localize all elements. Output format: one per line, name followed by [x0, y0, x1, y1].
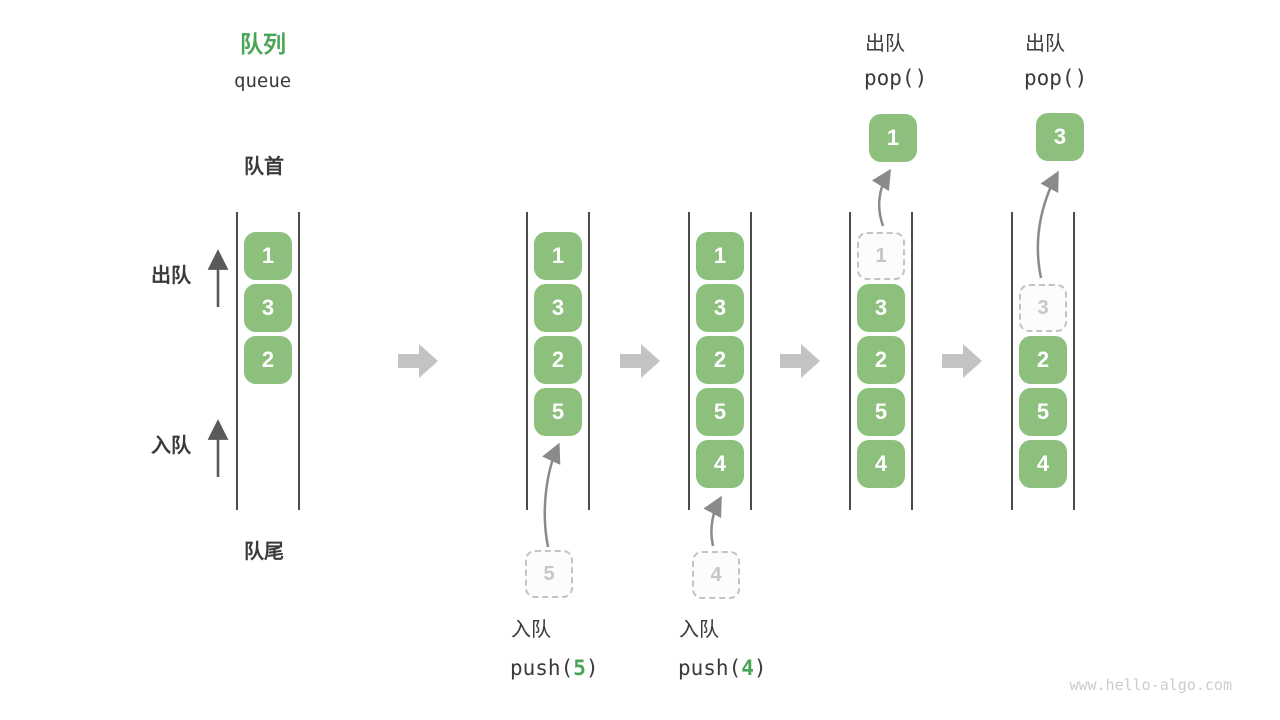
push5-close: ) [585, 656, 599, 680]
queue-column-state-2 [526, 212, 590, 510]
queue-element: 2 [244, 336, 292, 384]
push5-fn: push( [510, 656, 574, 680]
queue-element: 5 [534, 388, 582, 436]
popped-element: 3 [1036, 113, 1084, 161]
flow-arrow-icon [942, 344, 982, 378]
push5-code-label: push(5) [510, 656, 599, 680]
queue-element: 5 [696, 388, 744, 436]
queue-element: 3 [696, 284, 744, 332]
flow-arrow-icon [780, 344, 820, 378]
staged-element: 4 [692, 551, 740, 599]
push5-op-label: 入队 [511, 619, 551, 641]
watermark: www.hello-algo.com [1069, 676, 1232, 694]
page-subtitle: queue [234, 70, 292, 92]
popped-element: 1 [869, 114, 917, 162]
queue-element: 3 [534, 284, 582, 332]
rear-label: 队尾 [244, 541, 284, 563]
pop1-code-label: pop() [864, 66, 928, 90]
queue-column-state-4 [849, 212, 913, 510]
push5-arg: 5 [573, 656, 586, 680]
queue-element: 4 [696, 440, 744, 488]
queue-element: 1 [534, 232, 582, 280]
pop1-op-label: 出队 [865, 33, 905, 55]
front-label: 队首 [244, 156, 284, 178]
queue-element: 5 [857, 388, 905, 436]
queue-element: 2 [696, 336, 744, 384]
removed-element-slot: 1 [857, 232, 905, 280]
push4-fn: push( [678, 656, 742, 680]
queue-element: 1 [696, 232, 744, 280]
pop2-op-label: 出队 [1025, 33, 1065, 55]
push4-close: ) [753, 656, 767, 680]
queue-element: 2 [1019, 336, 1067, 384]
queue-element: 4 [857, 440, 905, 488]
queue-element: 2 [857, 336, 905, 384]
pop2-code-label: pop() [1024, 66, 1088, 90]
queue-element: 1 [244, 232, 292, 280]
enqueue-side-label: 入队 [151, 435, 191, 457]
push4-code-label: push(4) [678, 656, 767, 680]
flow-arrow-icon [620, 344, 660, 378]
queue-element: 4 [1019, 440, 1067, 488]
push4-op-label: 入队 [679, 619, 719, 641]
flow-arrow-icon [398, 344, 438, 378]
queue-column-state-3 [688, 212, 752, 510]
queue-element: 3 [244, 284, 292, 332]
staged-element: 5 [525, 550, 573, 598]
queue-element: 2 [534, 336, 582, 384]
page-title: 队列 [240, 31, 286, 57]
dequeue-side-label: 出队 [151, 265, 191, 287]
queue-column-state-1 [236, 212, 300, 510]
queue-element: 5 [1019, 388, 1067, 436]
push4-arg: 4 [741, 656, 754, 680]
queue-column-state-5 [1011, 212, 1075, 510]
queue-element: 3 [857, 284, 905, 332]
removed-element-slot: 3 [1019, 284, 1067, 332]
